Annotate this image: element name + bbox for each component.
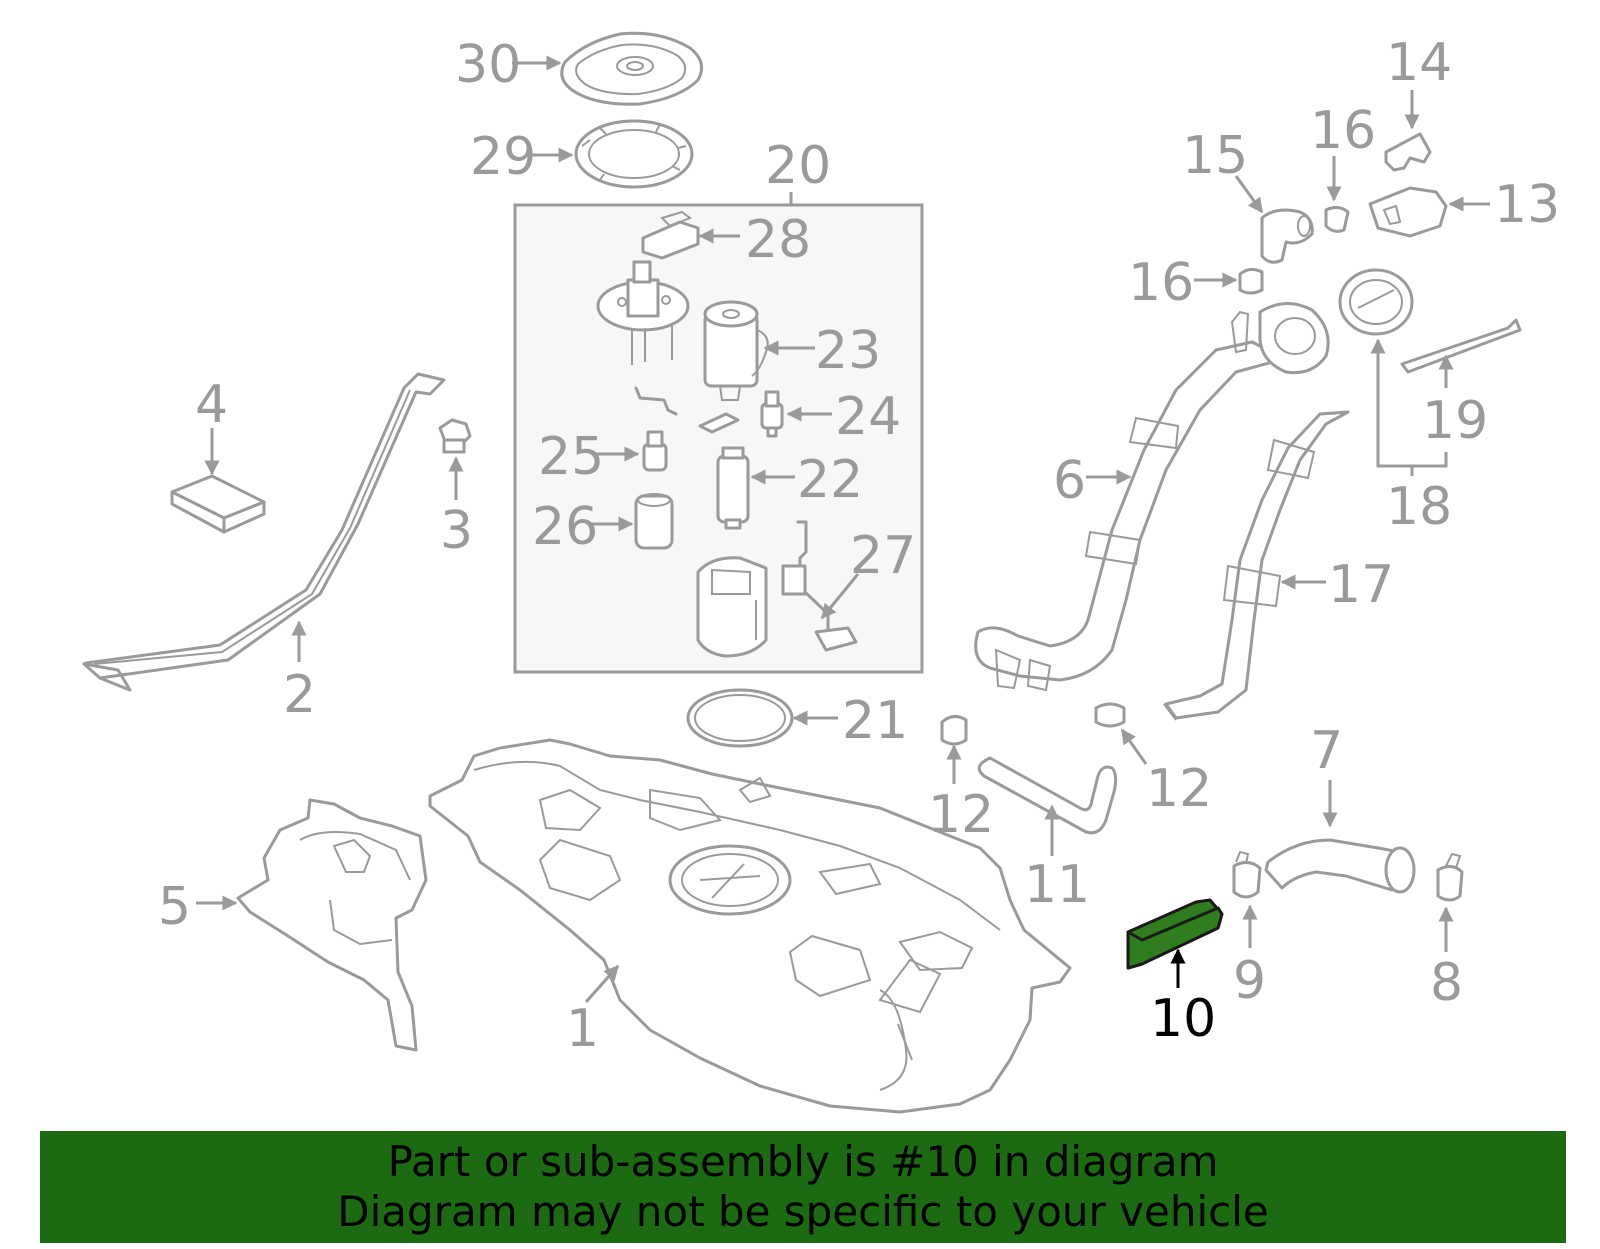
callout-16b: 16 [1310,101,1376,161]
part-10-highlighted [1126,898,1224,970]
callout-4: 4 [195,375,228,435]
callout-8: 8 [1430,953,1463,1013]
callout-13: 13 [1494,175,1560,235]
part-7-hose [1264,838,1416,894]
part-19-tether [1400,318,1522,374]
part-1-fuel-tank [428,738,1072,1114]
arrow-12b [1120,728,1148,765]
part-15-elbow [1260,208,1314,264]
callout-1: 1 [566,999,599,1059]
part-26-jet [634,493,674,550]
banner-line-2: Diagram may not be specific to your vehi… [337,1187,1269,1236]
part-28-connector [641,210,700,260]
part-6-filler-neck [974,302,1330,692]
part-8-clamp [1436,852,1464,902]
callout-23: 23 [815,321,881,381]
callout-20: 20 [765,136,831,196]
part-17-vent-hose [1163,410,1350,721]
part-21-gasket [686,688,794,748]
callout-22: 22 [797,450,863,510]
part-pump-flange [596,260,690,365]
callout-7: 7 [1310,721,1343,781]
part-30-cover-plate [560,31,704,106]
callout-10: 10 [1150,989,1216,1049]
callout-25: 25 [538,427,604,487]
callout-12b: 12 [1146,759,1212,819]
callout-2: 2 [283,665,316,725]
callout-21: 21 [842,691,908,751]
callout-3: 3 [440,501,473,561]
info-banner: Part or sub-assembly is #10 in diagram D… [40,1131,1566,1243]
callout-12a: 12 [928,785,994,845]
callout-14: 14 [1386,33,1452,93]
part-16-clamp-small [1324,205,1350,233]
part-29-lock-ring [574,119,694,189]
part-3-nut [438,418,472,454]
part-2-strap [82,372,446,692]
part-12-clamp-right [1094,702,1126,728]
part-11-hose [977,756,1118,835]
callout-24: 24 [835,387,901,447]
part-wire-harness [634,386,678,416]
callout-6: 6 [1053,451,1086,511]
banner-line-1: Part or sub-assembly is #10 in diagram [387,1137,1219,1186]
callout-26: 26 [532,497,598,557]
callout-19: 19 [1422,391,1488,451]
part-22-pump-motor [716,446,750,530]
callout-29: 29 [470,127,536,187]
callout-30: 30 [455,35,521,95]
part-connector-small [698,412,740,434]
part-16-clamp-upper [1238,267,1264,295]
arrow-1 [584,964,620,1003]
part-25-fitting [642,430,668,472]
callout-27: 27 [850,526,916,586]
part-12-clamp-left [940,715,968,746]
part-4-pad [170,474,266,534]
part-18-fuel-cap [1338,268,1414,336]
callout-16a: 16 [1128,253,1194,313]
part-24-regulator [760,390,784,438]
part-5-heat-shield [236,798,428,1052]
callout-28: 28 [745,210,811,270]
arrow-15 [1234,175,1264,214]
callout-18: 18 [1386,477,1452,537]
part-reservoir [696,556,768,658]
callout-17: 17 [1328,555,1394,615]
callout-5: 5 [158,877,191,937]
callout-9: 9 [1233,951,1266,1011]
part-14-bracket [1384,132,1432,172]
part-9-clamp [1232,850,1262,899]
arrow-27 [820,573,860,620]
part-13-valve [1368,186,1448,238]
part-23-filter [703,300,769,401]
callout-15: 15 [1182,126,1248,186]
callout-11: 11 [1024,855,1090,915]
